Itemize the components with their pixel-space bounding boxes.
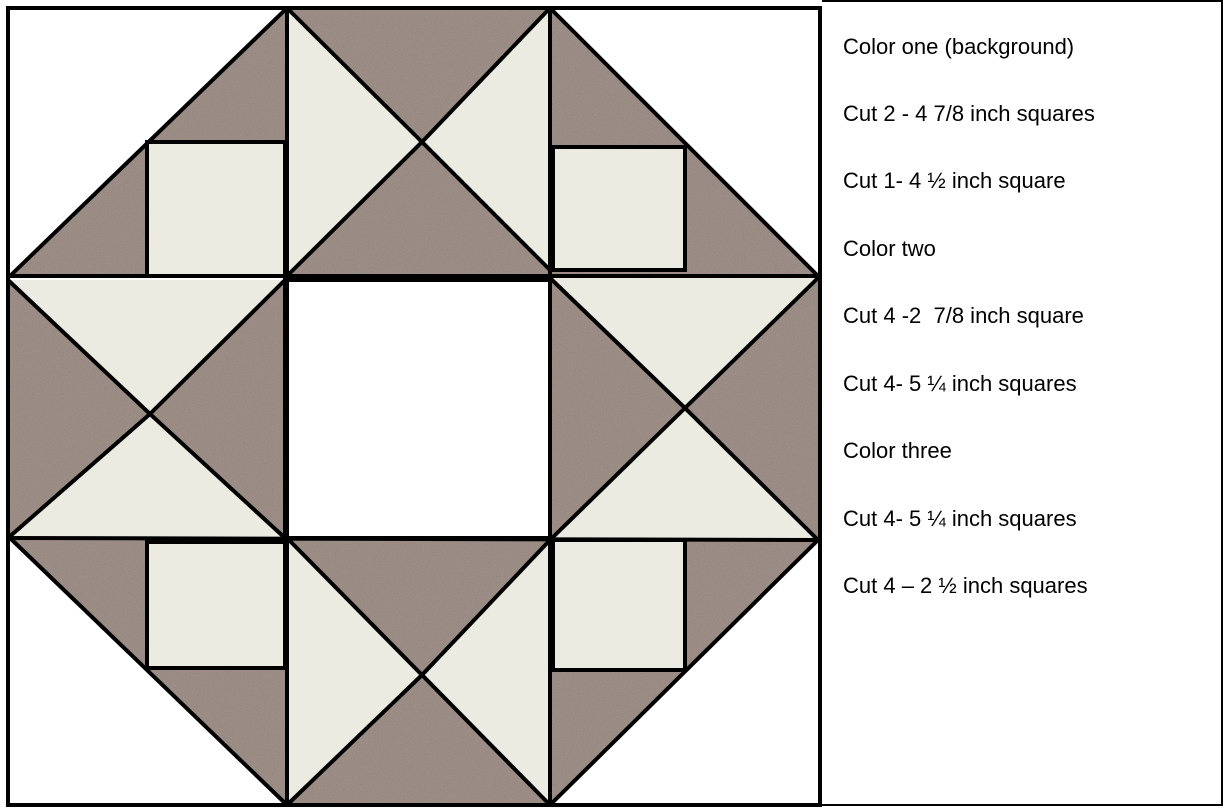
instruction-line: Color two xyxy=(843,238,936,260)
cutting-instructions-panel: Color one (background) Cut 2 - 4 7/8 inc… xyxy=(822,0,1223,806)
small-square-bottom-left xyxy=(147,542,283,668)
instruction-line: Cut 2 - 4 7/8 inch squares xyxy=(843,103,1095,125)
instruction-line: Cut 4- 5 ¼ inch squares xyxy=(843,373,1077,395)
instruction-line: Cut 4 – 2 ½ inch squares xyxy=(843,575,1088,597)
instruction-line: Color one (background) xyxy=(843,36,1074,58)
small-square-bottom-right xyxy=(553,540,685,670)
instruction-line: Cut 4- 5 ¼ inch squares xyxy=(843,508,1077,530)
small-square-top-left xyxy=(147,142,283,276)
instruction-line: Cut 4 -2 7/8 inch square xyxy=(843,305,1084,327)
center-square xyxy=(285,280,550,538)
small-square-top-right xyxy=(553,147,685,270)
instruction-line: Cut 1- 4 ½ inch square xyxy=(843,170,1066,192)
quilt-block-diagram xyxy=(0,0,822,808)
instruction-line: Color three xyxy=(843,440,952,462)
